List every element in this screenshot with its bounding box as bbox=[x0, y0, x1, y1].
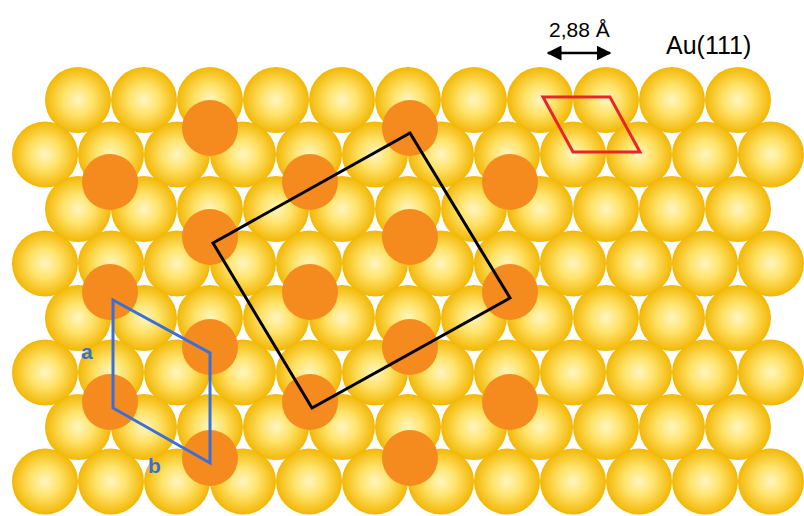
adsorbate-atom bbox=[182, 100, 238, 156]
gold-atom bbox=[12, 449, 78, 515]
adsorbate-atom bbox=[482, 154, 538, 210]
adsorbate-atom bbox=[382, 209, 438, 265]
gold-atom bbox=[738, 449, 804, 515]
adsorbate-atom bbox=[82, 154, 138, 210]
gold-atom bbox=[606, 449, 672, 515]
spacing-arrow bbox=[548, 52, 610, 55]
adsorbate-atom bbox=[382, 319, 438, 375]
gold-atom bbox=[672, 449, 738, 515]
adsorbate-atom bbox=[282, 264, 338, 320]
gold-atoms bbox=[12, 67, 804, 515]
rect-unit-cell bbox=[213, 133, 510, 408]
adsorbate-atom bbox=[82, 374, 138, 430]
gold-atom bbox=[276, 449, 342, 515]
vector-label: a bbox=[81, 341, 93, 362]
adsorbate-atom bbox=[82, 264, 138, 320]
blue-unit-cell bbox=[113, 300, 210, 463]
gold-atom bbox=[540, 449, 606, 515]
adsorbate-atom bbox=[382, 100, 438, 156]
red-unit-cell bbox=[543, 97, 640, 152]
adsorbate-atom bbox=[182, 209, 238, 265]
gold-atom bbox=[78, 449, 144, 515]
adsorbate-atom bbox=[482, 374, 538, 430]
adsorbate-atom bbox=[482, 264, 538, 320]
spacing-label: 2,88 Å bbox=[549, 19, 610, 40]
adsorbate-atom bbox=[382, 430, 438, 486]
surface-label: Au(111) bbox=[666, 33, 751, 58]
vector-label: b bbox=[148, 455, 161, 476]
adsorbate-atoms bbox=[82, 100, 538, 486]
gold-atom bbox=[474, 449, 540, 515]
adsorbate-atom bbox=[282, 154, 338, 210]
